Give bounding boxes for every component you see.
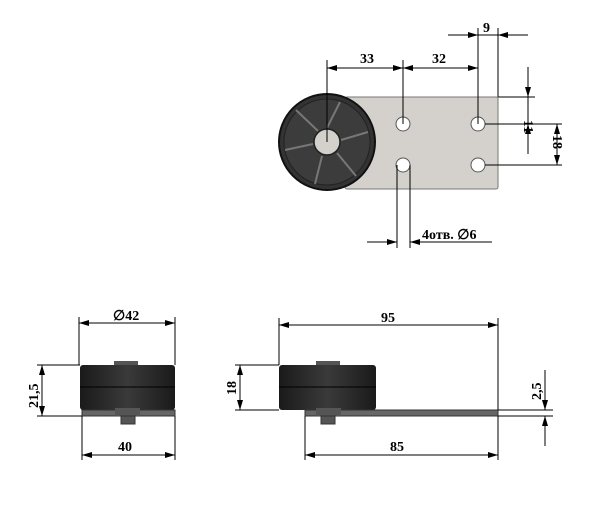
side-view-left: ∅42 21,5 40	[27, 309, 176, 460]
dimension-lines-top	[327, 32, 560, 245]
dim-diameter-42: ∅42	[113, 309, 139, 324]
top-view: 33 32 9 11 18 4отв. ∅6	[278, 21, 564, 248]
dim-holes: 4отв. ∅6	[422, 228, 476, 243]
plate-side	[304, 409, 499, 417]
side-view-right: 95 18 85 2,5	[225, 311, 553, 460]
dim-9: 9	[483, 21, 490, 36]
dim-11: 11	[520, 120, 535, 133]
dim-33: 33	[360, 52, 374, 67]
dim-18-height: 18	[225, 381, 240, 395]
dim-95: 95	[381, 311, 395, 326]
dim-2-5: 2,5	[530, 383, 545, 401]
dim-21-5: 21,5	[27, 384, 42, 409]
dim-85: 85	[390, 440, 404, 455]
dim-32: 32	[432, 52, 446, 67]
dim-40: 40	[118, 440, 132, 455]
dim-18: 18	[549, 135, 564, 149]
